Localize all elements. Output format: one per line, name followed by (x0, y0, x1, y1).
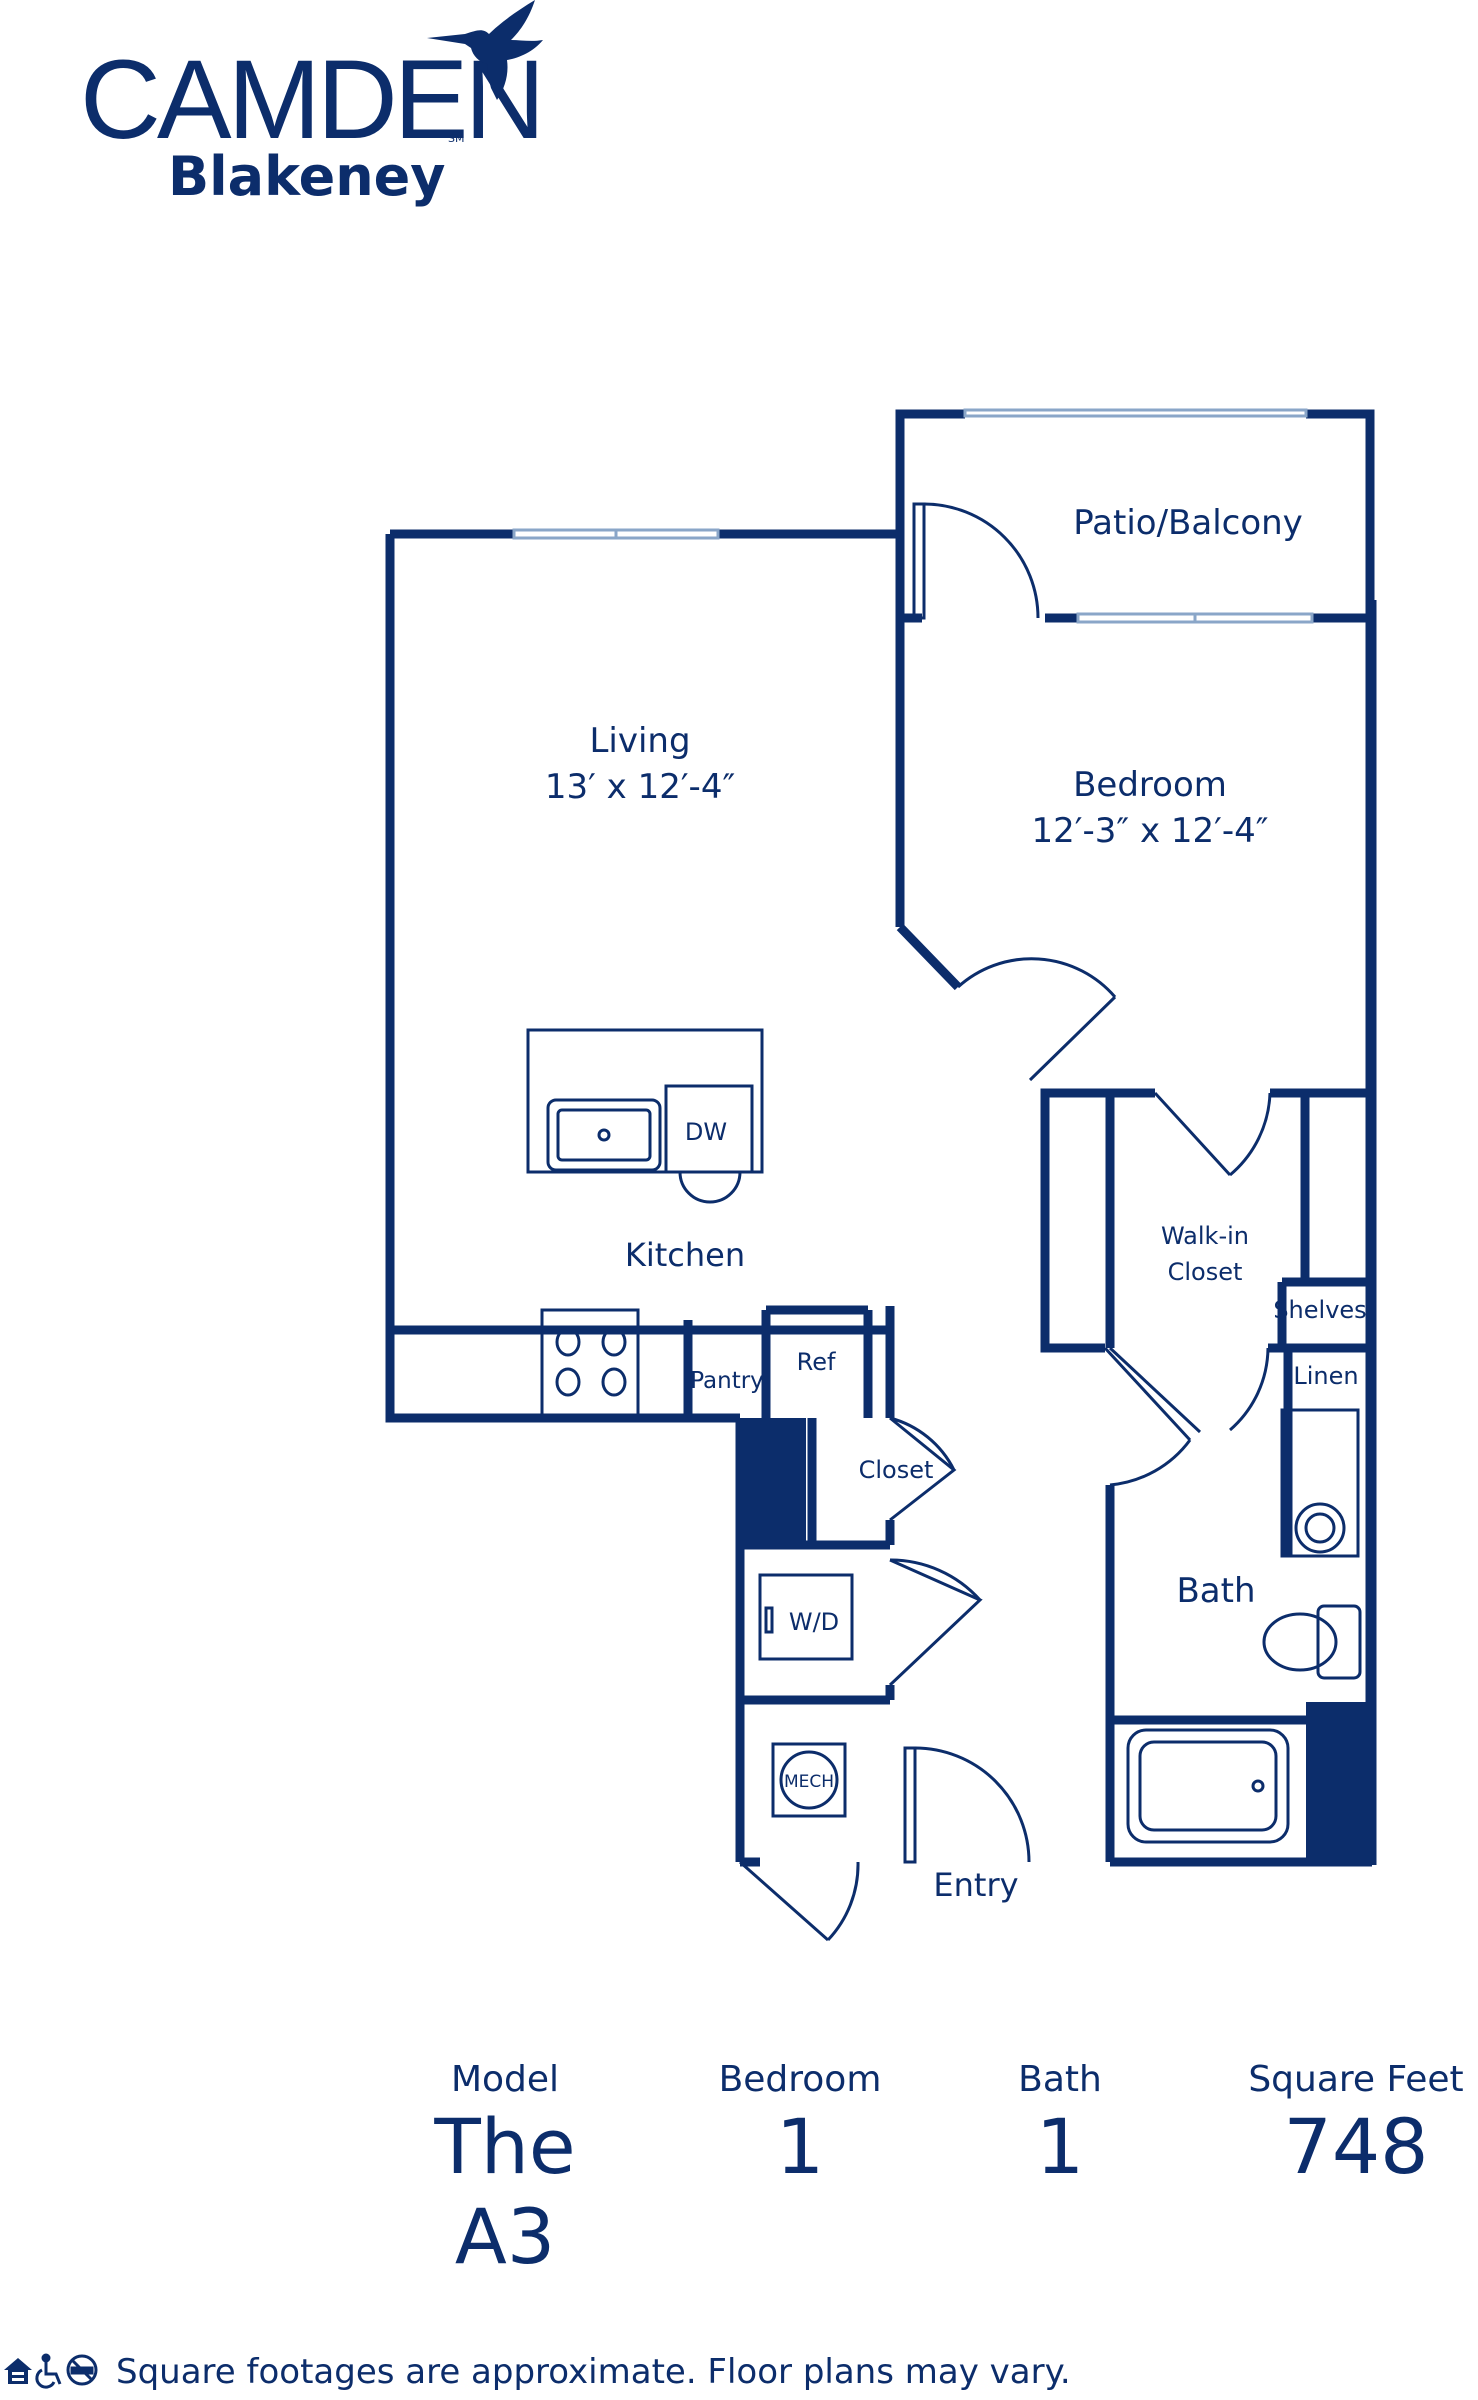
label-walkin-closet: Closet (1168, 1258, 1243, 1286)
label-bedroom-dims: 12′-3″ x 12′-4″ (1032, 811, 1269, 851)
label-bedroom: Bedroom (1073, 765, 1227, 805)
unit-specs: Model The A3 Bedroom 1 Bath 1 Square Fee… (0, 2058, 1478, 2281)
community-name: Blakeney (168, 145, 446, 208)
label-dw: DW (685, 1118, 727, 1146)
spec-sqft: Square Feet 748 (1236, 2058, 1476, 2192)
bath-label: Bath (1018, 2059, 1102, 2100)
spec-bedroom: Bedroom 1 (700, 2058, 900, 2192)
hummingbird-icon (427, 0, 543, 100)
sqft-label: Square Feet (1248, 2059, 1464, 2100)
label-living: Living (589, 721, 690, 761)
label-shelves: Shelves (1273, 1296, 1366, 1324)
label-entry: Entry (933, 1866, 1018, 1904)
sqft-value: 748 (1283, 2102, 1429, 2191)
label-bath: Bath (1176, 1571, 1255, 1611)
kitchen-island (526, 1028, 764, 1204)
room-labels: Patio/Balcony Living 13′ x 12′-4″ Bedroo… (545, 503, 1367, 1904)
brand-name: CAMDEN (80, 37, 545, 162)
disclaimer: Square footages are approximate. Floor p… (116, 2352, 1071, 2392)
model-label: Model (450, 2059, 560, 2100)
label-ref: Ref (797, 1348, 836, 1376)
range (540, 1308, 640, 1420)
floor-plan: Patio/Balcony Living 13′ x 12′-4″ Bedroo… (385, 408, 1377, 1942)
spec-model: Model The A3 (380, 2058, 630, 2282)
label-living-dims: 13′ x 12′-4″ (545, 767, 735, 807)
bath-value: 1 (1035, 2102, 1085, 2191)
wall-block-bath (1306, 1702, 1372, 1864)
label-linen: Linen (1293, 1362, 1358, 1390)
label-walkin: Walk-in (1161, 1222, 1249, 1250)
footer: Square footages are approximate. Floor p… (0, 2348, 1478, 2398)
model-value: The A3 (434, 2102, 576, 2281)
label-mech: MECH (784, 1772, 834, 1792)
bedroom-label: Bedroom (718, 2059, 882, 2100)
no-smoking-icon (66, 2354, 98, 2386)
bedroom-value: 1 (775, 2102, 825, 2191)
accessibility-icon (35, 2353, 62, 2389)
camden-logo: CAMDEN SM Blakeney (40, 0, 545, 230)
equal-housing-icon (4, 2358, 32, 2384)
doors (739, 502, 1272, 1942)
label-pantry: Pantry (690, 1368, 764, 1394)
walls (385, 409, 1377, 1867)
fixtures (758, 1408, 1362, 1844)
spec-bath: Bath 1 (980, 2058, 1140, 2192)
windows (512, 408, 1314, 624)
label-wd: W/D (789, 1608, 839, 1636)
wall-block-utility (740, 1418, 806, 1546)
service-mark: SM (448, 132, 465, 145)
label-patio: Patio/Balcony (1073, 503, 1303, 543)
label-closet: Closet (859, 1456, 934, 1484)
label-kitchen: Kitchen (625, 1236, 745, 1274)
